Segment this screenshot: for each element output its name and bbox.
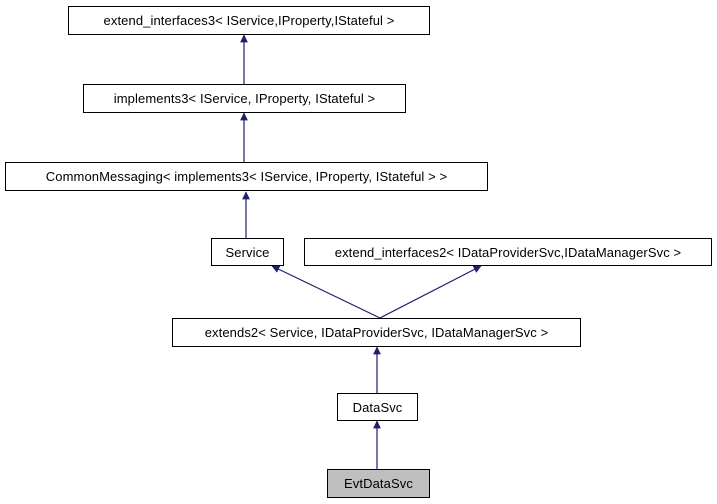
class-node-evtdatasvc[interactable]: EvtDataSvc xyxy=(327,469,430,498)
class-node-label: implements3< IService, IProperty, IState… xyxy=(113,91,376,106)
class-node-extend_interfaces3[interactable]: extend_interfaces3< IService,IProperty,I… xyxy=(68,6,430,35)
class-node-label: DataSvc xyxy=(352,399,403,415)
class-node-label: Service xyxy=(225,244,270,260)
class-node-datasvc[interactable]: DataSvc xyxy=(337,393,418,421)
class-node-label: CommonMessaging< implements3< IService, … xyxy=(45,169,448,184)
class-node-label: extends2< Service, IDataProviderSvc, IDa… xyxy=(204,325,549,340)
edge-extends2-to-extend_interfaces2 xyxy=(379,265,482,319)
class-node-label: EvtDataSvc xyxy=(344,476,413,491)
class-node-extends2[interactable]: extends2< Service, IDataProviderSvc, IDa… xyxy=(172,318,581,347)
class-node-label: extend_interfaces3< IService,IProperty,I… xyxy=(103,13,395,28)
class-node-service[interactable]: Service xyxy=(211,238,284,266)
class-node-extend_interfaces2[interactable]: extend_interfaces2< IDataProviderSvc,IDa… xyxy=(304,238,712,266)
class-node-common_messaging[interactable]: CommonMessaging< implements3< IService, … xyxy=(5,162,488,191)
class-node-label: extend_interfaces2< IDataProviderSvc,IDa… xyxy=(334,244,682,260)
class-node-implements3[interactable]: implements3< IService, IProperty, IState… xyxy=(83,84,406,113)
edge-extends2-to-service xyxy=(271,265,381,319)
